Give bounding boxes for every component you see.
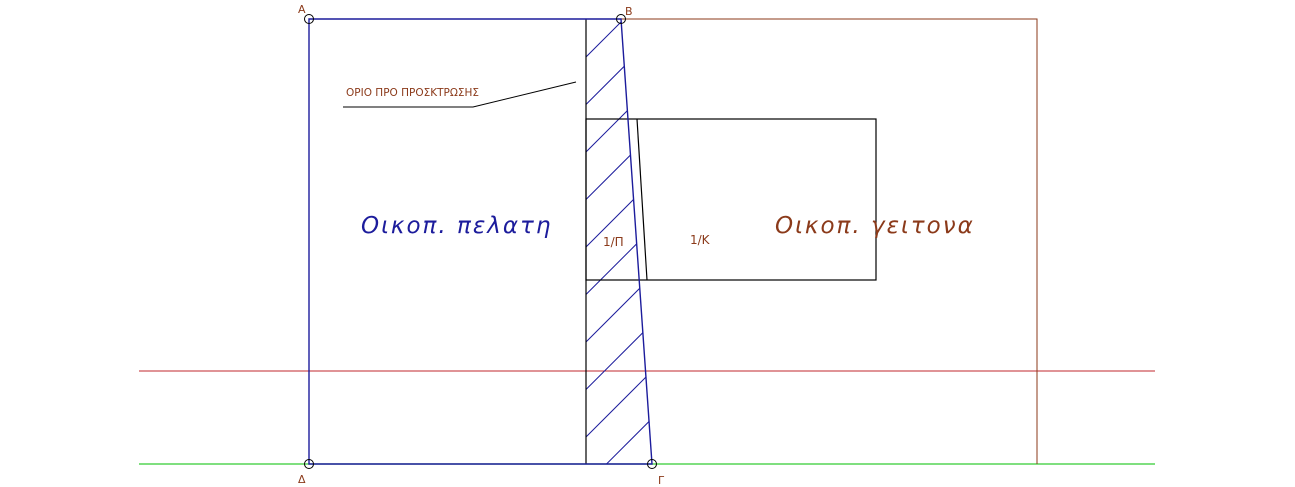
hatch-line	[586, 384, 652, 464]
hatch-line	[586, 241, 652, 343]
limit-note-leader	[343, 81, 577, 108]
limit-note: ΟΡΙΟ ΠΡΟ ΠΡΟΣΚΤΡΩΣΗΣ	[346, 87, 479, 99]
point-g-marker	[647, 459, 657, 469]
hatch-line	[586, 194, 652, 295]
hatch-line	[586, 289, 652, 390]
hatch-line	[586, 51, 652, 153]
hatch-line	[586, 19, 652, 58]
neighbor-floor-label: 1/Κ	[690, 233, 711, 247]
neighbor-plot-label: Οικοπ. γειτονα	[775, 213, 975, 239]
point-b-marker	[616, 14, 626, 24]
point-g-label: Γ	[658, 474, 665, 487]
point-d-label: Δ	[298, 473, 306, 486]
point-a-marker	[304, 14, 314, 24]
neighbor-building	[585, 118, 877, 281]
neighbor-plot-outline	[621, 18, 1038, 464]
point-b-label: B	[625, 5, 633, 18]
hatch-line	[586, 336, 652, 438]
hatch-line	[586, 99, 652, 200]
point-d-marker	[304, 459, 314, 469]
client-floor-label: 1/Π	[603, 235, 624, 249]
neighbor-building-slanted-wall	[636, 118, 648, 281]
point-a-label: A	[298, 3, 306, 16]
client-plot-outline	[308, 18, 653, 465]
client-plot-label: Οικοπ. πελατη	[361, 213, 552, 239]
